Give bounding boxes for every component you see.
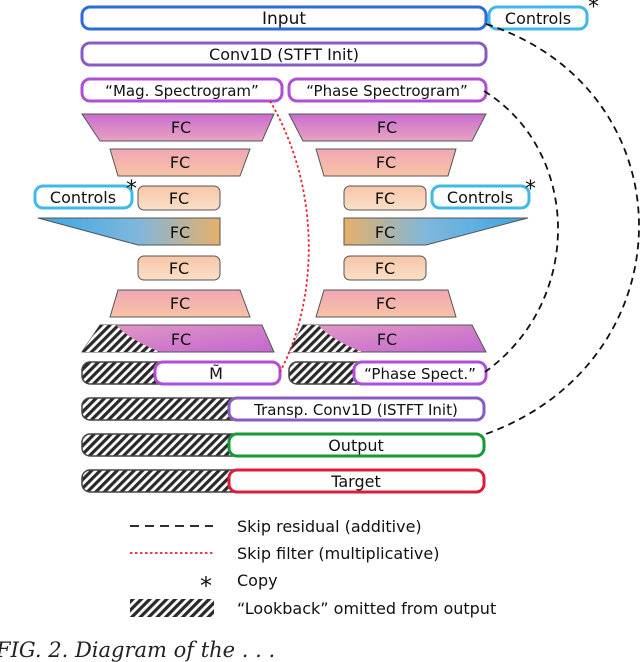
controls-left-block: Controls	[33, 184, 134, 210]
right-fc-2: FC	[315, 148, 457, 177]
controls-left-label: Controls	[50, 188, 116, 207]
copy-star-right: *	[525, 177, 536, 202]
svg-text:FC: FC	[169, 259, 189, 278]
phase-spectrogram-block: “Phase Spectrogram”	[287, 77, 488, 103]
controls-right-label: Controls	[447, 188, 513, 207]
left-fc-4-controls-merge: FC	[37, 217, 221, 246]
svg-text:FC: FC	[171, 330, 191, 349]
mask-label: M̃	[209, 364, 223, 383]
left-fc-6: FC	[109, 289, 251, 318]
legend-skip-residual-label: Skip residual (additive)	[237, 517, 422, 536]
phase-spect-label: “Phase Spect.”	[364, 365, 476, 383]
svg-text:FC: FC	[375, 223, 395, 242]
legend-lookback-swatch	[130, 599, 214, 617]
input-label: Input	[262, 9, 306, 29]
phase-spect-block: “Phase Spect.”	[288, 360, 488, 386]
svg-text:FC: FC	[171, 118, 191, 137]
conv1d-label: Conv1D (STFT Init)	[209, 45, 359, 64]
legend-copy-star: *	[200, 572, 212, 600]
mag-spectrogram-label: “Mag. Spectrogram”	[105, 82, 259, 100]
controls-top-block: Controls	[487, 5, 589, 31]
svg-text:FC: FC	[377, 330, 397, 349]
svg-text:FC: FC	[375, 189, 395, 208]
legend-copy-label: Copy	[237, 571, 278, 590]
svg-text:FC: FC	[376, 294, 396, 313]
left-fc-1: FC	[81, 113, 275, 142]
right-fc-6: FC	[315, 289, 457, 318]
legend-lookback-label: “Lookback” omitted from output	[237, 599, 496, 618]
mask-block: M̃	[81, 360, 282, 386]
svg-text:FC: FC	[170, 153, 190, 172]
mag-spectrogram-block: “Mag. Spectrogram”	[80, 77, 284, 103]
right-fc-7: FC	[288, 324, 487, 353]
svg-text:FC: FC	[376, 153, 396, 172]
output-label: Output	[328, 436, 384, 455]
conv1d-block: Conv1D (STFT Init)	[80, 41, 488, 67]
legend-skip-filter-label: Skip filter (multiplicative)	[237, 544, 439, 563]
skip-residual-output-connection	[485, 23, 640, 435]
target-block: Target	[81, 468, 486, 494]
figure-caption: FIG. 2. Diagram of the . . .	[0, 638, 276, 662]
right-fc-5: FC	[343, 255, 427, 281]
left-fc-5: FC	[137, 255, 221, 281]
svg-text:FC: FC	[170, 223, 190, 242]
phase-spectrogram-label: “Phase Spectrogram”	[306, 82, 468, 100]
copy-star-left: *	[126, 177, 137, 202]
output-block: Output	[81, 432, 486, 458]
svg-text:FC: FC	[169, 189, 189, 208]
right-fc-1: FC	[288, 113, 487, 142]
right-fc-3: FC	[343, 185, 427, 211]
transp-conv1d-block: Transp. Conv1D (ISTFT Init)	[81, 396, 486, 422]
left-fc-2: FC	[109, 148, 251, 177]
svg-text:FC: FC	[375, 259, 395, 278]
legend: Skip residual (additive) Skip filter (mu…	[130, 517, 496, 618]
svg-text:FC: FC	[170, 294, 190, 313]
target-label: Target	[330, 472, 381, 491]
input-block: Input	[80, 5, 488, 31]
svg-text:FC: FC	[377, 118, 397, 137]
controls-right-block: Controls	[430, 184, 531, 210]
right-fc-4-controls-merge: FC	[343, 217, 529, 246]
transp-conv1d-label: Transp. Conv1D (ISTFT Init)	[253, 401, 458, 419]
copy-star-top: *	[588, 0, 599, 20]
skip-residual-phase-connection	[483, 90, 559, 373]
left-fc-3: FC	[137, 185, 221, 211]
left-fc-7: FC	[81, 324, 275, 353]
controls-top-label: Controls	[505, 9, 571, 28]
